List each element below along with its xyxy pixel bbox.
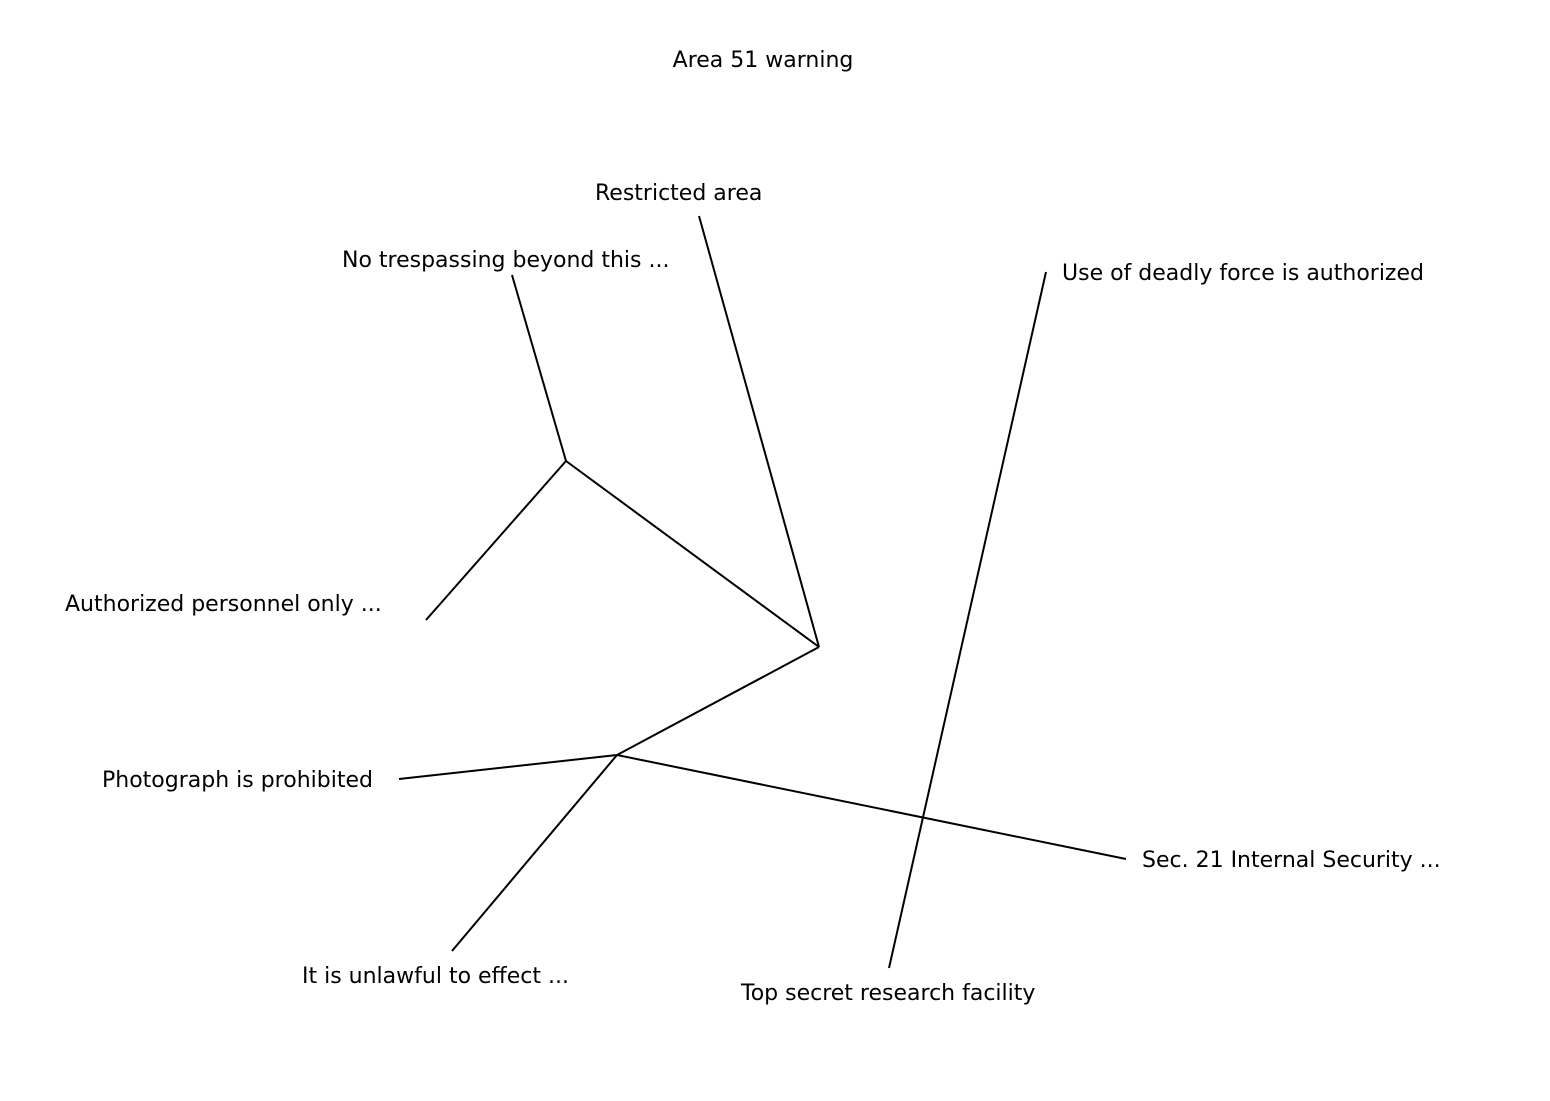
leaf-label-restricted: Restricted area xyxy=(595,181,762,206)
edge-internal-b-c xyxy=(616,646,820,756)
leaf-label-top-secret: Top secret research facility xyxy=(740,981,1035,1006)
edge-unlawful xyxy=(451,754,618,952)
leaf-label-photograph: Photograph is prohibited xyxy=(102,768,373,793)
leaf-label-no-trespassing: No trespassing beyond this ... xyxy=(342,248,669,273)
leaf-label-unlawful: It is unlawful to effect ... xyxy=(302,964,569,989)
edge-deadly-force xyxy=(888,271,1047,969)
edge-sec21 xyxy=(616,754,1127,860)
edge-photograph xyxy=(398,754,618,780)
edge-restricted xyxy=(698,215,820,648)
leaf-label-deadly-force: Use of deadly force is authorized xyxy=(1062,261,1424,286)
edge-authorized-personnel xyxy=(425,460,567,621)
diagram-title: Area 51 warning xyxy=(673,48,854,73)
edge-internal-a-b xyxy=(565,460,820,648)
leaf-label-authorized-personnel: Authorized personnel only ... xyxy=(65,592,382,617)
edge-no-trespassing xyxy=(511,274,567,462)
leaf-label-sec21: Sec. 21 Internal Security ... xyxy=(1142,848,1441,873)
